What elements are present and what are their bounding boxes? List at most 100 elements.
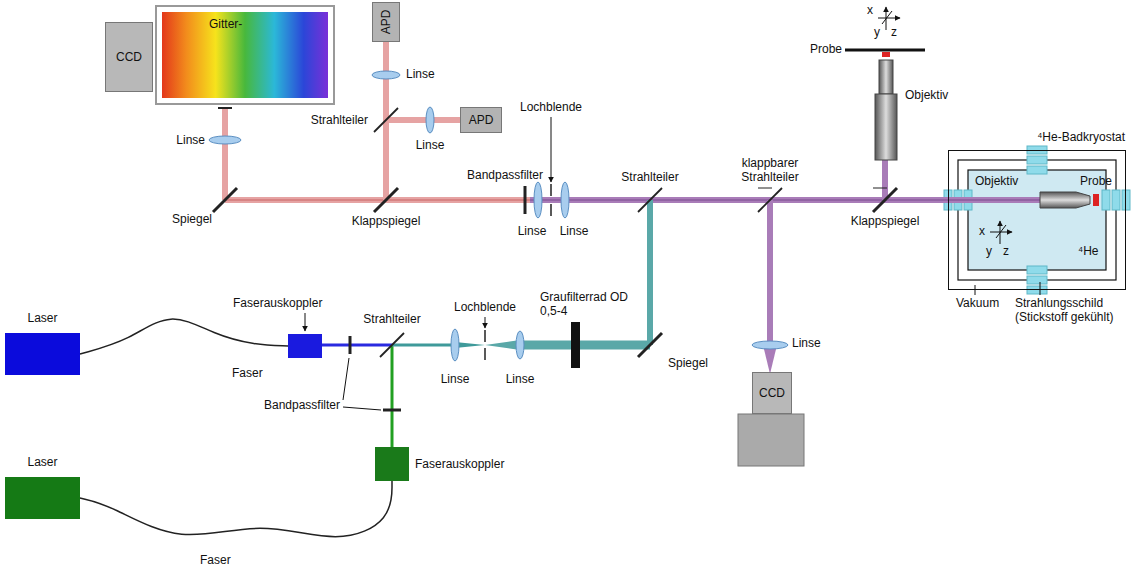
node-label: Laser [27, 455, 57, 469]
laser-beam [647, 200, 653, 345]
cryostat-window [1027, 166, 1047, 174]
lens [209, 136, 241, 144]
component-label: x [979, 224, 985, 238]
node-label: ⁴He-Badkryostat [1037, 130, 1125, 144]
lens [426, 107, 434, 133]
cryostat-window [1102, 190, 1110, 210]
component-label: Spiegel [172, 212, 212, 226]
optical-component [380, 333, 404, 357]
component-label: Klappspiegel [851, 214, 920, 228]
component-label: Bandpassfilter [264, 398, 340, 412]
cryostat-window [1112, 190, 1120, 210]
node-label: Faserauskoppler [415, 457, 504, 471]
laser-beam [322, 344, 392, 347]
node-label: CCD [759, 386, 785, 400]
component-label: Probe [1080, 174, 1112, 188]
laser-box: Laser [5, 477, 80, 519]
node-label: Gitter- [209, 17, 242, 31]
component-label: Strahlungsschild (Stickstoff gekühlt) [1015, 296, 1125, 324]
objective [1040, 192, 1090, 208]
leader-line [975, 285, 976, 295]
fiber-coupler: Faserauskoppler [375, 447, 409, 481]
cryostat-window [1027, 276, 1047, 284]
optical-component [213, 108, 897, 410]
optical-component [524, 186, 527, 214]
component-label: klappbarer Strahlteiler [730, 156, 810, 184]
fiber-label: Faser [232, 366, 263, 380]
component-label: Linse [406, 67, 435, 81]
beam-cone [455, 340, 777, 374]
cryostat-shell [958, 160, 1116, 280]
optical-component [550, 204, 552, 216]
lens [451, 329, 459, 361]
axis-symbol [878, 7, 1012, 244]
component-label: x [867, 3, 873, 17]
laser-beam [767, 200, 773, 345]
laser-beam [225, 42, 1040, 447]
component-label: Linse [416, 138, 445, 152]
component-label: Strahlteiler [621, 170, 678, 184]
lens [372, 71, 400, 79]
fiber-label: Faser [200, 553, 231, 567]
laser-beam [520, 341, 650, 350]
component-label: Strahlteiler [363, 312, 420, 326]
laser-beam [391, 345, 394, 447]
component-label: z [1003, 244, 1009, 258]
objective [1040, 192, 1099, 208]
objective [845, 50, 925, 160]
optical-component [349, 336, 352, 354]
beam-cone [485, 340, 520, 350]
component-label: Klappspiegel [352, 214, 421, 228]
optical-fiber [80, 481, 392, 537]
optical-component [758, 188, 782, 212]
ccd-camera: CCD [105, 22, 153, 92]
node-label: Faserauskoppler [233, 296, 322, 310]
component-label: Probe [810, 42, 842, 56]
optical-component [218, 107, 232, 109]
node-label: APD [469, 113, 494, 127]
component-label: Graufilterrad OD 0,5-4 [540, 290, 630, 318]
cryostat-window [1027, 266, 1047, 274]
component-label: Linse [518, 224, 547, 238]
filter-wheel [571, 322, 580, 368]
lens [752, 341, 788, 349]
component-label: Objektiv [905, 88, 948, 102]
component-label: Strahlteiler [311, 113, 368, 127]
objective [1093, 194, 1099, 206]
laser-beam [530, 199, 1040, 200]
objective [875, 94, 897, 160]
component-label: Linse [441, 372, 470, 386]
component-label: Linse [792, 336, 821, 350]
fiber-coupler: Faserauskoppler [288, 334, 322, 358]
optical-fiber [80, 319, 288, 354]
axis-symbol [996, 225, 1006, 238]
node-label: CCD [116, 50, 142, 64]
component-label: Bandpassfilter [467, 168, 543, 182]
laser-beam [392, 344, 455, 347]
lens [209, 71, 788, 361]
lens [516, 331, 524, 359]
component-label: Linse [176, 133, 205, 147]
optical-component [484, 330, 486, 342]
grating-spectrometer: Gitter- [155, 5, 335, 105]
leader-line [305, 313, 306, 331]
laser-box: Laser [5, 333, 80, 375]
cryostat-window [1027, 286, 1047, 294]
optical-component [550, 184, 552, 196]
component-label: Spiegel [668, 356, 708, 370]
objective [879, 60, 893, 94]
optical-component [638, 188, 662, 212]
laser-beam [882, 160, 888, 200]
cryostat-shell [958, 160, 1116, 280]
component-label: Linse [506, 372, 535, 386]
optical-component [638, 333, 662, 357]
component-label: Linse [560, 224, 589, 238]
apd-detector: APD [460, 107, 502, 133]
leader-line [1040, 282, 1041, 295]
leader-line [551, 117, 552, 182]
lens [534, 182, 542, 218]
optical-component [374, 188, 398, 212]
optical-component [213, 188, 237, 212]
component-label: Lochblende [454, 300, 516, 314]
laser-beam [225, 199, 530, 200]
